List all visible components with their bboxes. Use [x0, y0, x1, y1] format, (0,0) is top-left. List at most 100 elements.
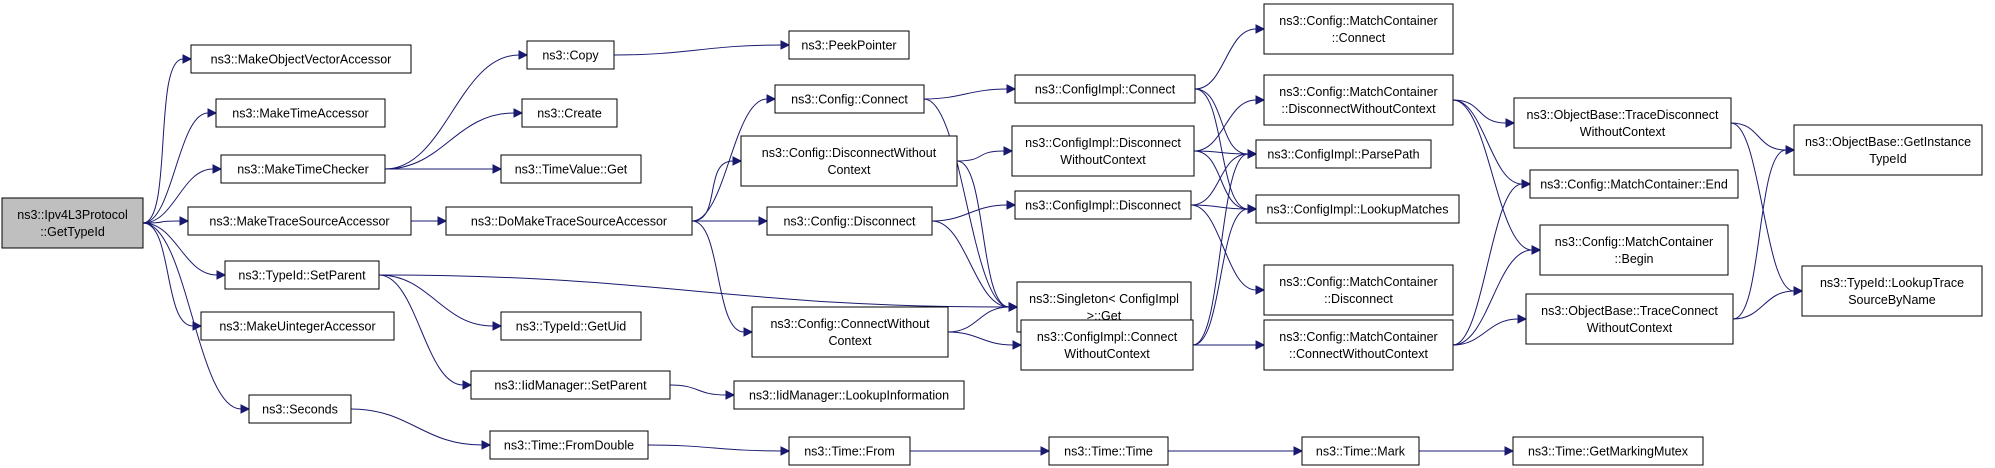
- function-node-tfrom[interactable]: ns3::Time::From: [788, 436, 911, 466]
- function-node-mcconnect[interactable]: ns3::Config::MatchContainer::Connect: [1263, 3, 1454, 55]
- call-edge-copy-to-peek: [613, 40, 791, 56]
- function-node-mcbegin[interactable]: ns3::Config::MatchContainer::Begin: [1539, 224, 1729, 276]
- call-edge-ciconnect-to-mcconnect: [1194, 24, 1266, 90]
- call-edge-mccwc-to-mcend: [1452, 179, 1532, 346]
- node-label: ns3::ObjectBase::GetInstance: [1805, 135, 1971, 149]
- function-node-cconnect[interactable]: ns3::Config::Connect: [774, 84, 925, 114]
- node-box: [1512, 436, 1704, 466]
- function-node-tvget[interactable]: ns3::TimeValue::Get: [500, 154, 642, 184]
- function-node-dmtsa[interactable]: ns3::DoMakeTraceSourceAccessor: [445, 206, 693, 236]
- function-node-fromdouble[interactable]: ns3::Time::FromDouble: [489, 430, 649, 460]
- function-node-ccwc[interactable]: ns3::Config::ConnectWithoutContext: [751, 306, 949, 358]
- node-label: ns3::Seconds: [262, 403, 338, 417]
- call-edge-mccwc-to-obtcwc: [1452, 314, 1528, 346]
- call-edge-cidisc-to-mcdisc: [1190, 204, 1266, 295]
- node-label: ns3::Copy: [542, 49, 599, 63]
- node-label: ns3::Create: [537, 107, 602, 121]
- call-edge-tmark-to-getmm: [1418, 446, 1515, 456]
- function-node-copy[interactable]: ns3::Copy: [526, 40, 615, 70]
- node-box: [1263, 74, 1454, 126]
- node-box: [1301, 436, 1420, 466]
- node-label: ns3::Time::From: [804, 445, 895, 459]
- function-node-mtsa[interactable]: ns3::MakeTraceSourceAccessor: [187, 206, 412, 236]
- call-edge-cdisc-to-singleton: [931, 220, 1019, 312]
- function-node-root[interactable]: ns3::Ipv4L3Protocol::GetTypeId: [1, 197, 144, 249]
- function-node-ttime[interactable]: ns3::Time::Time: [1048, 436, 1169, 466]
- node-label: WithoutContext: [1064, 347, 1150, 361]
- function-node-mova[interactable]: ns3::MakeObjectVectorAccessor: [190, 44, 412, 74]
- function-node-mcend[interactable]: ns3::Config::MatchContainer::End: [1529, 169, 1739, 199]
- function-node-cicwc[interactable]: ns3::ConfigImpl::ConnectWithoutContext: [1020, 319, 1194, 371]
- node-box: [1801, 265, 1983, 317]
- call-edge-dmtsa-to-cdwc: [691, 156, 743, 222]
- function-node-iidlookup[interactable]: ns3::IidManager::LookupInformation: [733, 380, 965, 410]
- function-node-lookupmatches[interactable]: ns3::ConfigImpl::LookupMatches: [1255, 194, 1460, 224]
- function-node-tmark[interactable]: ns3::Time::Mark: [1301, 436, 1420, 466]
- call-edges: [142, 24, 1804, 456]
- call-edge-obtcwc-to-obgit: [1732, 145, 1796, 320]
- node-box: [500, 311, 642, 341]
- call-edge-ccwc-to-cicwc: [947, 331, 1023, 350]
- function-node-ciconnect[interactable]: ns3::ConfigImpl::Connect: [1014, 74, 1196, 104]
- node-label: ns3::ConfigImpl::LookupMatches: [1266, 203, 1448, 217]
- node-box: [1048, 436, 1169, 466]
- node-label: ns3::Time::Time: [1064, 445, 1153, 459]
- call-edge-sp-to-getuid: [378, 274, 503, 331]
- function-node-mcdisc[interactable]: ns3::Config::MatchContainer::Disconnect: [1263, 264, 1454, 316]
- node-box: [1513, 97, 1732, 149]
- node-label: ns3::Config::MatchContainer: [1279, 330, 1437, 344]
- function-node-mtc[interactable]: ns3::MakeTimeChecker: [220, 154, 386, 184]
- node-box: [1539, 224, 1729, 276]
- node-label: ::Disconnect: [1324, 292, 1393, 306]
- function-node-cidisc[interactable]: ns3::ConfigImpl::Disconnect: [1014, 190, 1192, 220]
- node-label: ns3::TypeId::GetUid: [516, 320, 627, 334]
- function-node-sp[interactable]: ns3::TypeId::SetParent: [224, 260, 380, 290]
- node-label: ns3::DoMakeTraceSourceAccessor: [471, 215, 667, 229]
- node-label: ns3::Config::MatchContainer: [1279, 275, 1437, 289]
- node-box: [187, 206, 412, 236]
- node-label: WithoutContext: [1060, 153, 1146, 167]
- call-edge-cidwc-to-lookupmatches: [1193, 150, 1258, 214]
- function-node-cdisc[interactable]: ns3::Config::Disconnect: [766, 206, 933, 236]
- node-box: [1263, 319, 1454, 371]
- function-node-getmm[interactable]: ns3::Time::GetMarkingMutex: [1512, 436, 1704, 466]
- function-node-mta[interactable]: ns3::MakeTimeAccessor: [215, 98, 386, 128]
- node-box: [1020, 319, 1194, 371]
- function-node-mua[interactable]: ns3::MakeUintegerAccessor: [200, 311, 395, 341]
- call-edge-dmtsa-to-cconnect: [691, 94, 777, 222]
- call-edge-sec-to-fromdouble: [350, 408, 492, 450]
- function-node-obtcwc[interactable]: ns3::ObjectBase::TraceConnectWithoutCont…: [1525, 293, 1734, 345]
- call-edge-cdwc-to-singleton: [956, 160, 1019, 312]
- function-node-create[interactable]: ns3::Create: [521, 98, 618, 128]
- call-edge-dmtsa-to-cdisc: [692, 216, 769, 226]
- node-box: [1014, 190, 1192, 220]
- node-label: ns3::IidManager::LookupInformation: [749, 389, 949, 403]
- node-box: [526, 40, 615, 70]
- node-label: ns3::Config::ConnectWithout: [770, 317, 930, 331]
- function-node-getuid[interactable]: ns3::TypeId::GetUid: [500, 311, 642, 341]
- function-node-cdwc[interactable]: ns3::Config::DisconnectWithoutContext: [740, 135, 958, 187]
- call-edge-obtdwc-to-obgit: [1730, 122, 1796, 155]
- node-box: [740, 135, 958, 187]
- function-node-mccwc[interactable]: ns3::Config::MatchContainer::ConnectWith…: [1263, 319, 1454, 371]
- node-box: [500, 154, 642, 184]
- call-edge-obtcwc-to-tlts: [1732, 286, 1804, 320]
- function-node-peek[interactable]: ns3::PeekPointer: [788, 30, 910, 60]
- function-node-mcdwc[interactable]: ns3::Config::MatchContainer::DisconnectW…: [1263, 74, 1454, 126]
- function-node-sec[interactable]: ns3::Seconds: [248, 394, 352, 424]
- node-label: ns3::ObjectBase::TraceConnect: [1541, 304, 1718, 318]
- call-edge-cdwc-to-cidwc: [956, 146, 1014, 162]
- node-box: [248, 394, 352, 424]
- function-node-iidsp[interactable]: ns3::IidManager::SetParent: [470, 370, 671, 400]
- node-label: WithoutContext: [1580, 125, 1666, 139]
- function-node-cidwc[interactable]: ns3::ConfigImpl::DisconnectWithoutContex…: [1011, 125, 1195, 177]
- call-edge-sp-to-singleton: [378, 274, 1019, 312]
- call-edge-root-to-sp: [142, 222, 227, 280]
- function-node-parsepath[interactable]: ns3::ConfigImpl::ParsePath: [1255, 139, 1432, 169]
- node-label: ns3::Config::MatchContainer: [1279, 14, 1437, 28]
- node-box: [489, 430, 649, 460]
- function-node-obtdwc[interactable]: ns3::ObjectBase::TraceDisconnectWithoutC…: [1513, 97, 1732, 149]
- node-box: [200, 311, 395, 341]
